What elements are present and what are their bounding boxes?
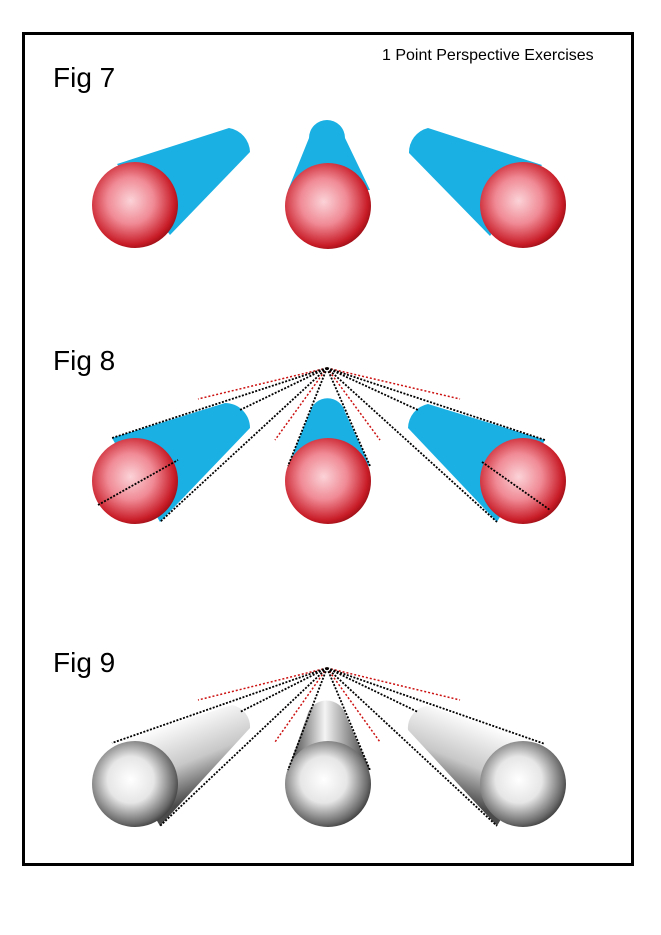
page-border [22, 32, 634, 866]
fig-8-right-sphere [480, 438, 566, 524]
fig-7-right-sphere [480, 162, 566, 248]
page-title: 1 Point Perspective Exercises [382, 47, 594, 64]
fig-7-label: Fig 7 [53, 62, 116, 93]
fig-9-left-sphere [92, 741, 178, 827]
fig-8-center-sphere [285, 438, 371, 524]
fig-7-drawing [92, 120, 566, 249]
fig-7-center-sphere [285, 163, 371, 249]
fig-9-right-sphere [480, 741, 566, 827]
fig-8-black-guides [97, 367, 551, 523]
fig-8-drawing [92, 367, 566, 524]
fig-9-center-sphere [285, 741, 371, 827]
fig-7-left-sphere [92, 162, 178, 248]
fig-9-drawing [92, 667, 566, 827]
fig-8-red-guides [197, 367, 461, 441]
fig-8-left-sphere [92, 438, 178, 524]
fig-9-red-guides [197, 667, 461, 743]
fig-8-label: Fig 8 [53, 345, 116, 376]
fig-9-black-guides [111, 667, 546, 827]
fig-9-label: Fig 9 [53, 647, 116, 678]
